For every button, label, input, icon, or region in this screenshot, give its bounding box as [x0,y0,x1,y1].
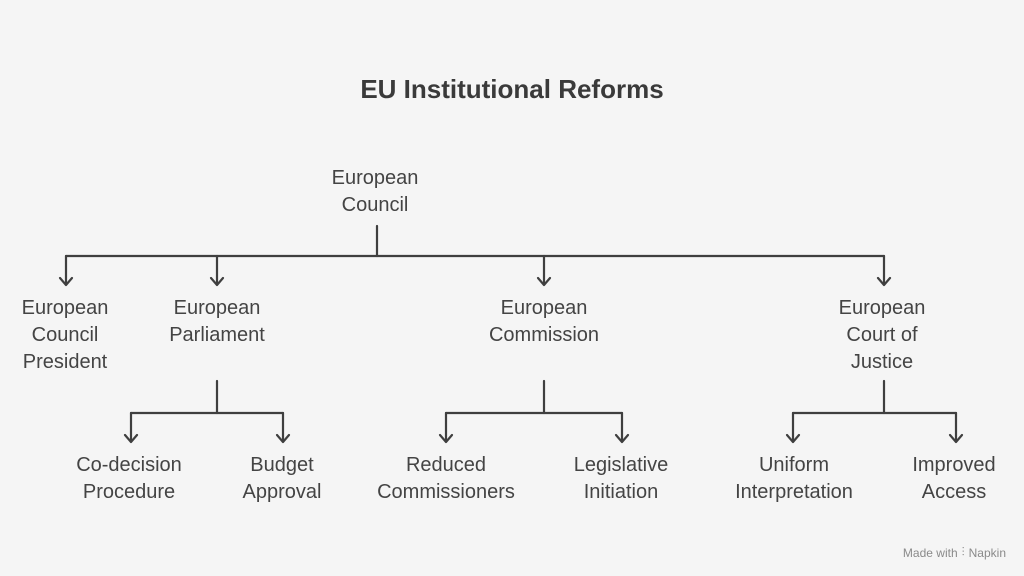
arrow-court [876,276,892,287]
arrow-budget [275,433,291,444]
node-budget-approval: Budget Approval [242,454,322,503]
node-european-parliament: European Parliament [169,297,265,346]
napkin-watermark: Made with ⫶ Napkin [903,545,1006,560]
arrow-commission [536,276,552,287]
arrow-access [948,433,964,444]
node-european-commission: European Commission [488,297,600,346]
node-european-council: European Council [331,167,419,216]
node-uniform-interpretation: Uniform Interpretation [735,454,853,503]
arrow-reduced [438,433,454,444]
arrow-codecision [123,433,139,444]
watermark-brand: Napkin [968,545,1006,560]
arrow-legislative [614,433,630,444]
arrow-president [58,276,74,287]
node-reduced-commissioners: Reduced Commissioners [377,454,515,503]
arrow-parliament [209,276,225,287]
napkin-logo-icon: ⫶ [961,545,965,559]
node-european-court-of-justice: European Court of Justice [838,297,926,373]
node-co-decision-procedure: Co-decision Procedure [76,454,182,503]
node-improved-access: Improved Access [912,454,996,503]
node-legislative-initiation: Legislative Initiation [573,454,669,503]
node-european-council-president: European Council President [21,297,109,373]
diagram-title: EU Institutional Reforms [360,74,664,104]
watermark-prefix: Made with [902,545,958,560]
arrow-uniform [785,433,801,444]
